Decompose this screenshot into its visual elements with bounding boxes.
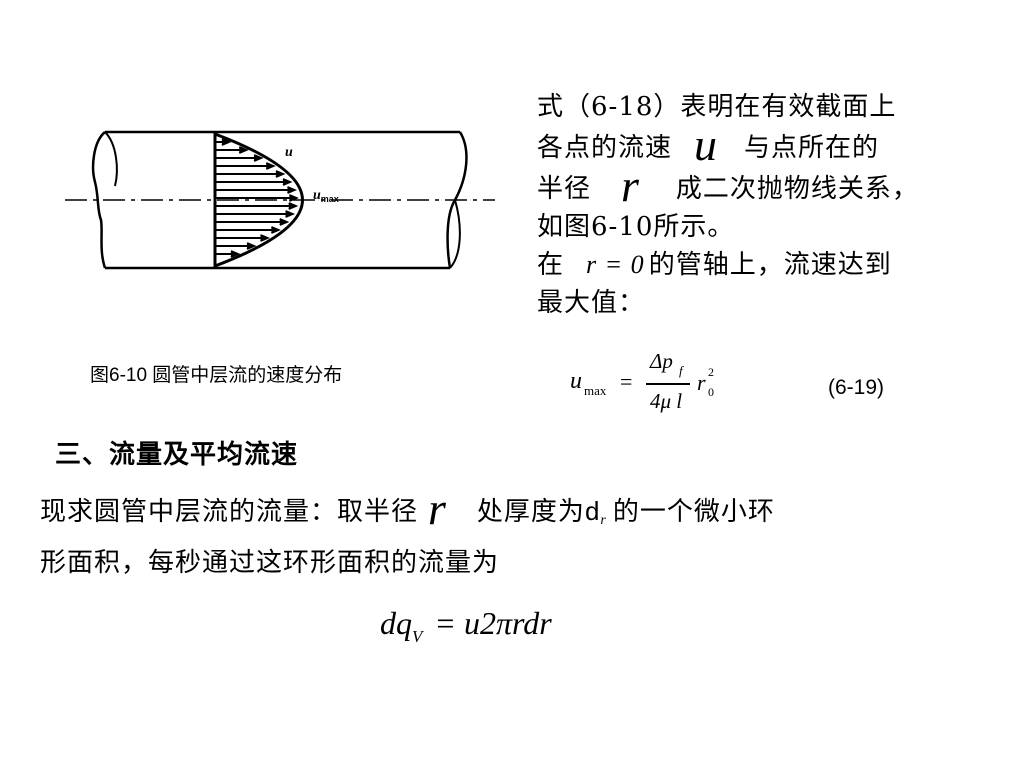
flow-equation: dqV= u2πrdr (380, 605, 552, 646)
arrowhead (230, 250, 241, 258)
arrowhead (238, 146, 249, 154)
arrowhead (288, 202, 299, 210)
var-r: r (621, 160, 640, 211)
section-heading: 三、流量及平均流速 (55, 440, 299, 470)
arrowhead (285, 210, 296, 218)
arrowhead (275, 170, 286, 178)
var-r-2: r (428, 483, 447, 534)
var-u: u (694, 119, 719, 170)
arrowhead (221, 138, 232, 146)
desc-line-1: 式（6-18）表明在有效截面上 (537, 92, 897, 122)
arrowhead (253, 154, 264, 162)
arrowhead (287, 186, 298, 194)
arrowhead (279, 218, 290, 226)
desc-line-4: 如图6-10所示。 (537, 212, 735, 242)
equation-number-6-19: (6-19) (828, 376, 885, 399)
pipe-figure: u umax (55, 120, 505, 280)
arrowhead (260, 234, 271, 242)
figure-caption: 图6-10 圆管中层流的速度分布 (90, 365, 343, 386)
math-r-eq-0: r = 0 (586, 250, 645, 279)
arrowhead (282, 178, 293, 186)
arrowhead (289, 194, 299, 202)
arrowhead (246, 242, 257, 250)
label-u: u (285, 145, 293, 160)
equation-6-19: u max = Δp f 4μ l r 2 0 (570, 349, 714, 413)
label-umax: umax (313, 188, 339, 204)
arrowhead (265, 162, 276, 170)
pipe-diagram (65, 130, 495, 270)
arrowhead (271, 226, 281, 234)
fraction-bar (646, 383, 690, 385)
para-line-2: 形面积，每秒通过这环形面积的流量为 (40, 548, 500, 578)
desc-line-6: 最大值： (537, 288, 646, 318)
